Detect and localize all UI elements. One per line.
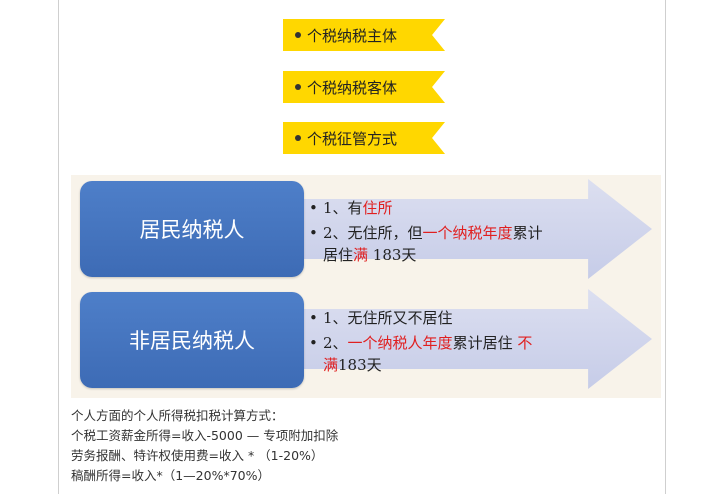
bullet-dot-icon	[295, 84, 301, 90]
resident-title: 居民纳税人	[139, 218, 245, 242]
note-line: 劳务报酬、特许权使用费=收入 * （1-20%）	[71, 448, 324, 463]
frame-right-border	[665, 0, 666, 494]
tag-tax-subject: 个税纳税主体	[283, 19, 445, 51]
tag-tax-object: 个税纳税客体	[283, 71, 445, 103]
nonresident-title: 非居民纳税人	[129, 329, 255, 353]
bullet-item: 1、无住所又不居住	[309, 307, 609, 329]
tax-calculation-notes: 个人方面的个人所得税扣税计算方式： 个税工资薪金所得=收入-5000 — 专项附…	[71, 406, 661, 486]
bullet-dot-icon	[295, 32, 301, 38]
tag-tax-collection: 个税征管方式	[283, 122, 445, 154]
tag-label: 个税纳税客体	[307, 78, 398, 97]
tag-label: 个税纳税主体	[307, 26, 398, 45]
note-line: 个人方面的个人所得税扣税计算方式：	[71, 408, 284, 423]
bullet-item: 1、有住所	[309, 197, 609, 219]
resident-taxpayer-box: 居民纳税人	[80, 181, 304, 277]
bullet-dot-icon	[295, 135, 301, 141]
note-line: 稿酬所得=收入*（1—20%*70%）	[71, 468, 270, 483]
note-line: 个税工资薪金所得=收入-5000 — 专项附加扣除	[71, 428, 339, 443]
frame-left-border	[58, 0, 59, 494]
tag-label: 个税征管方式	[307, 129, 398, 148]
nonresident-taxpayer-box: 非居民纳税人	[80, 292, 304, 388]
